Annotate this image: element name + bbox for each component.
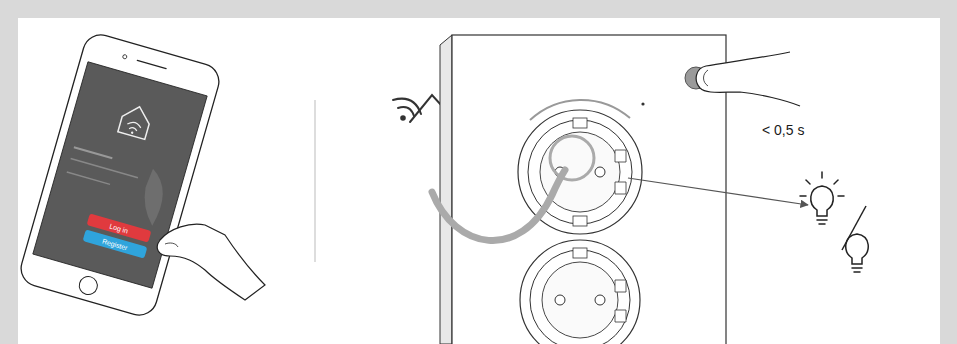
pointer-arrow [628,178,808,205]
thumb [157,224,265,300]
divider [315,100,316,262]
duration-label: < 0,5 s [762,122,804,138]
button-label: Log in [109,222,129,234]
bulb-off-icon [846,234,868,272]
smartphone [17,31,223,320]
connection-curve [432,170,565,241]
wall-socket [440,35,726,344]
finger [696,52,800,106]
bulb-on-icon [800,172,844,224]
